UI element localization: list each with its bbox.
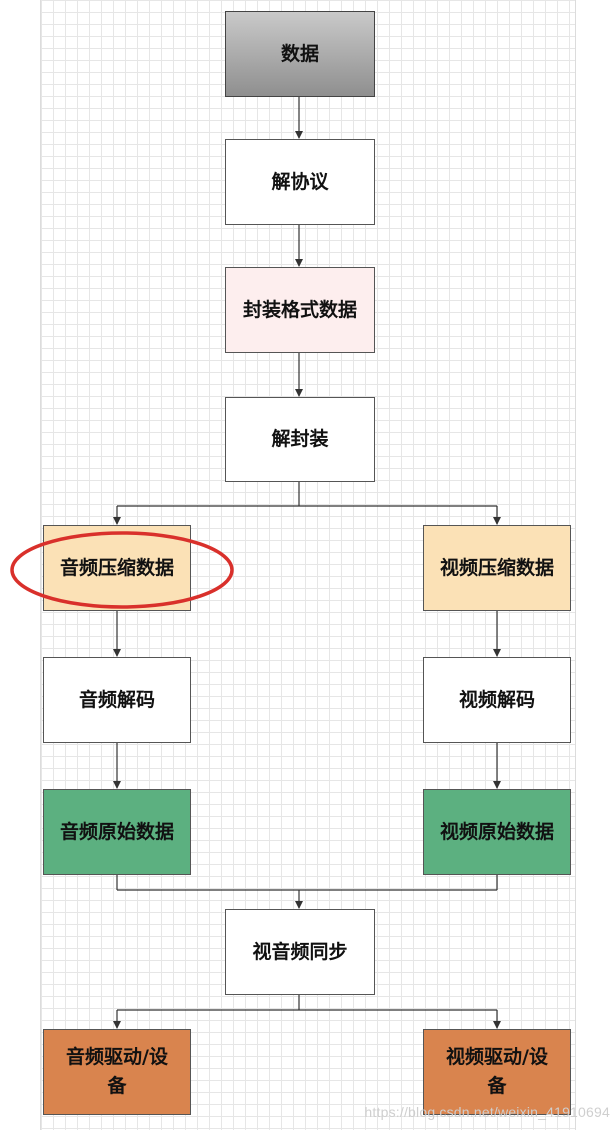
node-data-label: 数据 [280,42,319,65]
node-audio-device: 音频驱动/设备 [43,1029,191,1115]
node-av-sync-label: 视音频同步 [252,940,348,963]
watermark: https://blog.csdn.net/weixin_41910694 [364,1104,610,1120]
node-protocol-parse: 解协议 [225,139,375,225]
node-video-decode-label: 视频解码 [458,688,535,711]
node-audio-raw: 音频原始数据 [43,789,191,875]
node-video-decode: 视频解码 [423,657,571,743]
node-video-compressed-label: 视频压缩数据 [439,556,554,579]
node-audio-raw-label: 音频原始数据 [59,820,174,843]
node-demux-label: 解封装 [271,428,329,450]
node-video-device: 视频驱动/设备 [423,1029,571,1115]
node-container-data: 封装格式数据 [225,267,375,353]
node-protocol-parse-label: 解协议 [271,170,329,193]
node-video-raw-label: 视频原始数据 [439,820,554,843]
node-audio-device-label: 音频驱动/设备 [66,1046,168,1097]
node-audio-decode-label: 音频解码 [78,688,155,711]
node-audio-decode: 音频解码 [43,657,191,743]
node-video-raw: 视频原始数据 [423,789,571,875]
node-audio-compressed-label: 音频压缩数据 [59,556,174,579]
node-av-sync: 视音频同步 [225,909,375,995]
node-video-compressed: 视频压缩数据 [423,525,571,611]
node-audio-compressed: 音频压缩数据 [43,525,191,611]
node-data: 数据 [225,11,375,97]
node-container-data-label: 封装格式数据 [242,298,357,321]
node-demux: 解封装 [225,397,375,482]
node-video-device-label: 视频驱动/设备 [446,1046,548,1097]
